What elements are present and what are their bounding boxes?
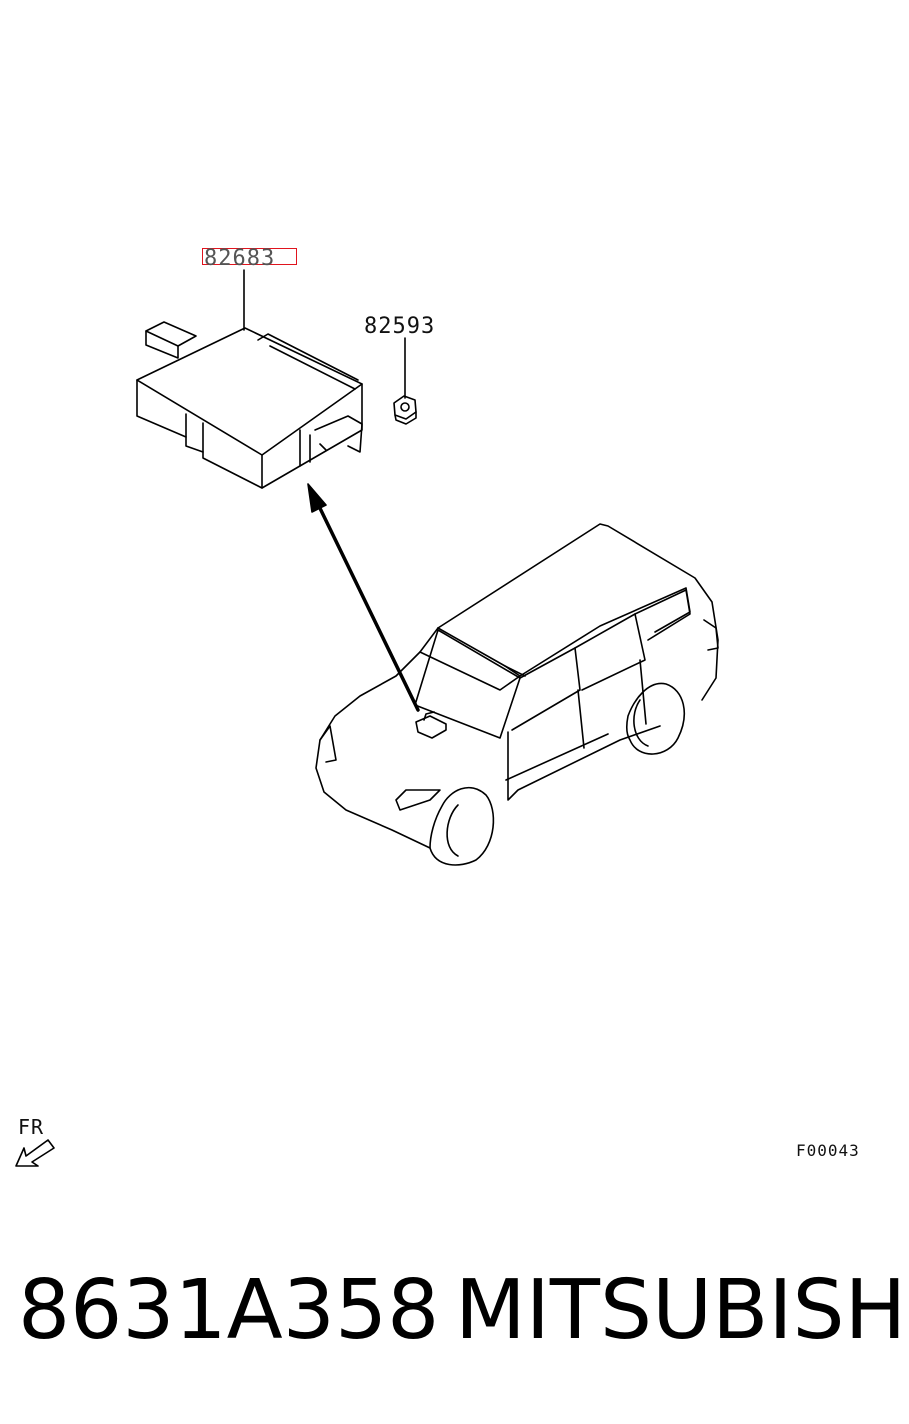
flange-nut-icon [393,395,417,425]
part-number: 8631A358 [18,1263,440,1358]
front-label: FR [18,1115,45,1139]
front-direction-arrow-icon [15,1139,55,1167]
location-arrow [307,483,420,712]
vehicle-outline-icon [315,523,719,866]
highlight-box [202,248,297,265]
brand-name: MITSUBISHI [455,1263,909,1358]
callout-82593[interactable]: 82593 [364,314,436,339]
control-module-icon [136,321,363,489]
callout-82683[interactable]: 82683 [204,246,276,271]
figure-code: F00043 [796,1141,860,1160]
